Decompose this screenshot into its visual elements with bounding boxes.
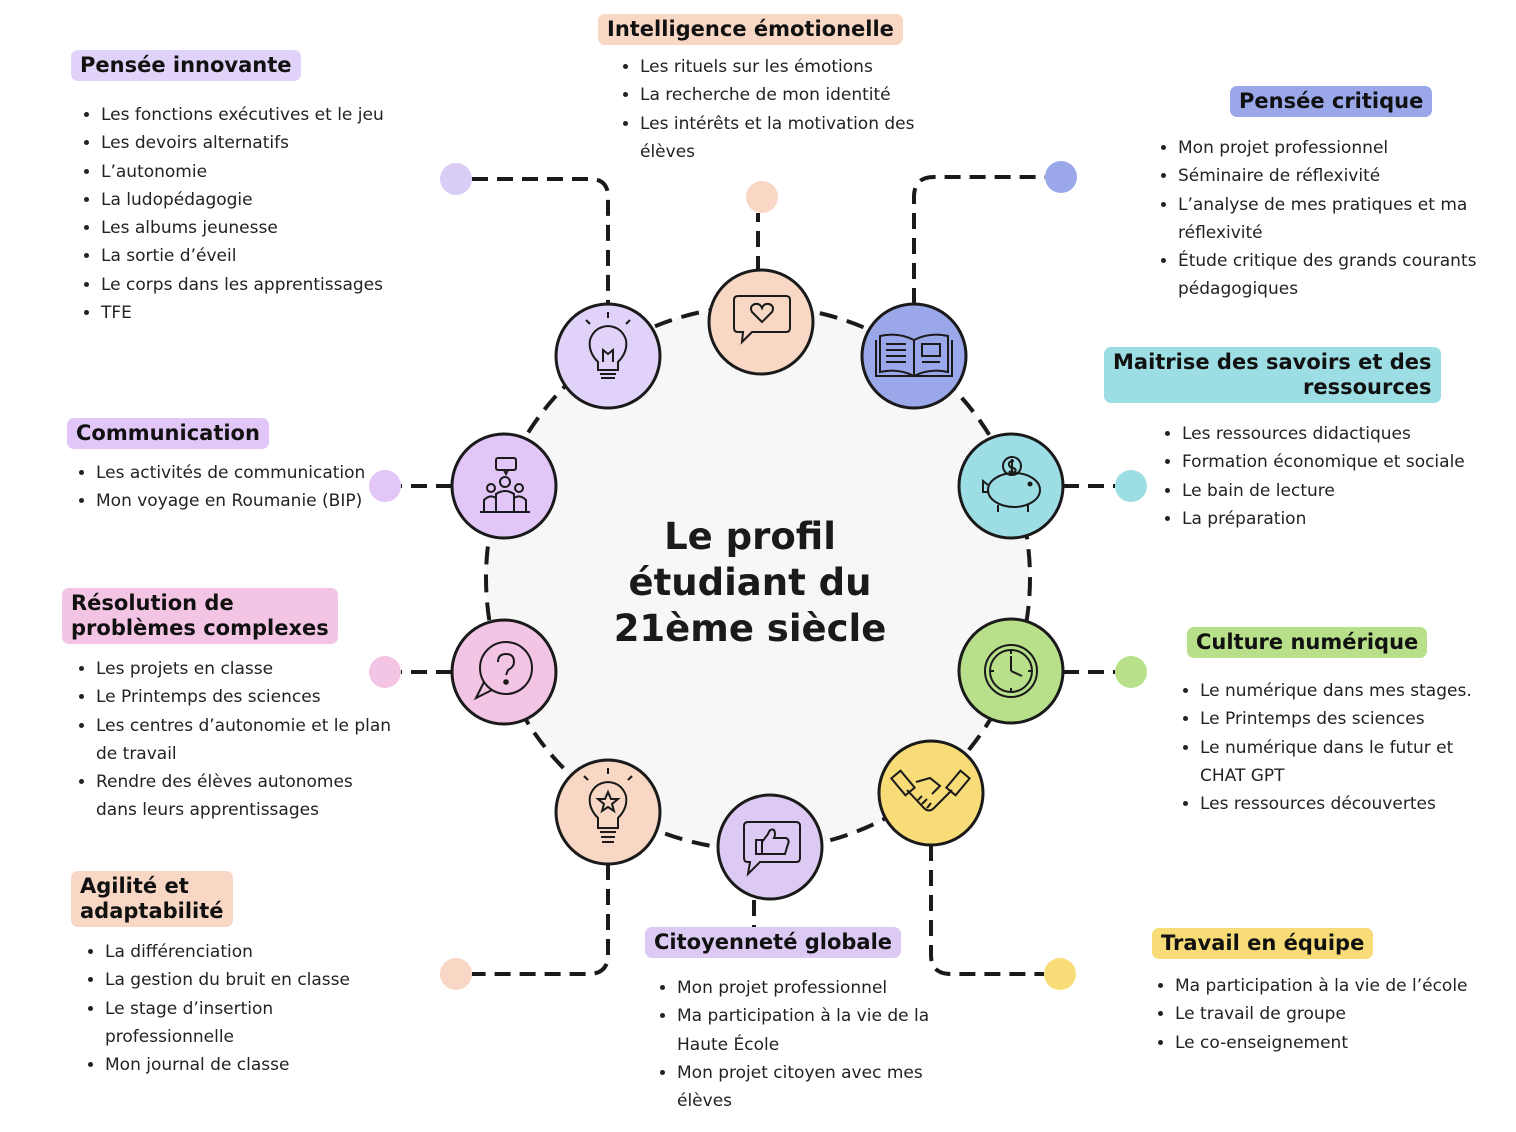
end-dots [369, 161, 1147, 990]
list-item: Les fonctions exécutives et le jeu [101, 101, 391, 129]
list-item: Ma participation à la vie de la Haute Éc… [677, 1002, 939, 1059]
dot-maitrise-savoirs [1115, 470, 1147, 502]
label-pensee-innovante: Pensée innovante [71, 50, 301, 81]
heart-speech-bubble-icon [733, 295, 791, 345]
list-item: Mon projet professionnel [1178, 134, 1478, 162]
list-item: La recherche de mon identité [640, 81, 930, 109]
icon-nodes [450, 268, 1065, 901]
list-agilite: La différenciation La gestion du bruit e… [77, 938, 405, 1079]
list-culture-numerique: Le numérique dans mes stages. Le Printem… [1172, 677, 1492, 818]
list-item: Les devoirs alternatifs [101, 129, 391, 157]
connector-lines [401, 175, 1115, 976]
node-resolution-problemes [450, 618, 558, 726]
list-intelligence-emotionnelle: Les rituels sur les émotions La recherch… [612, 53, 930, 166]
handshake-icon [889, 769, 972, 812]
label-resolution-problemes: Résolution de problèmes complexes [62, 588, 338, 644]
connector-travail-equipe [929, 845, 1044, 976]
list-item: Le Printemps des sciences [96, 683, 396, 711]
piggy-bank-icon [982, 456, 1041, 512]
list-item: Le co-enseignement [1175, 1029, 1475, 1057]
list-item: La sortie d’éveil [101, 242, 391, 270]
node-intelligence-emotionnelle [707, 268, 815, 376]
list-item: L’autonomie [101, 158, 391, 186]
list-item: Séminaire de réflexivité [1178, 162, 1478, 190]
label-agilite: Agilité et adaptabilité [71, 871, 233, 927]
label-citoyennete-globale: Citoyenneté globale [645, 927, 902, 958]
dot-travail-equipe [1044, 958, 1076, 990]
list-item: Les activités de communication [96, 459, 366, 487]
question-bubble-icon [473, 641, 533, 701]
list-item: Étude critique des grands courants pédag… [1178, 247, 1478, 304]
label-culture-numerique: Culture numérique [1187, 627, 1428, 658]
list-maitrise-savoirs: Les ressources didactiques Formation éco… [1154, 420, 1472, 533]
node-maitrise-savoirs [957, 432, 1065, 540]
list-item: Le bain de lecture [1182, 477, 1472, 505]
clock-icon [984, 644, 1038, 698]
team-speech-icon [480, 457, 530, 513]
star-lightbulb-icon [583, 768, 633, 843]
list-item: La préparation [1182, 505, 1472, 533]
list-item: Les intérêts et la motivation des élèves [640, 110, 930, 167]
list-item: Les ressources découvertes [1200, 790, 1492, 818]
label-travail-equipe: Travail en équipe [1152, 928, 1374, 959]
thumbs-up-bubble-icon [743, 821, 801, 877]
list-item: Formation économique et sociale [1182, 448, 1472, 476]
dot-culture-numerique [1115, 656, 1147, 688]
list-item: Rendre des élèves autonomes dans leurs a… [96, 768, 396, 825]
list-item: Le travail de groupe [1175, 1000, 1475, 1028]
list-item: Mon projet professionnel [677, 974, 939, 1002]
list-resolution-problemes: Les projets en classe Le Printemps des s… [68, 655, 396, 825]
lightbulb-icon [585, 312, 631, 379]
list-item: Le Printemps des sciences [1200, 705, 1492, 733]
list-item: Mon journal de classe [105, 1051, 405, 1079]
label-communication: Communication [67, 418, 269, 449]
dot-resolution-problemes [369, 656, 401, 688]
list-item: Les projets en classe [96, 655, 396, 683]
list-item: Les centres d’autonomie et le plan de tr… [96, 712, 396, 769]
dot-pensee-innovante [440, 163, 472, 195]
connector-pensee-critique [912, 175, 1045, 304]
connector-agilite [472, 864, 610, 976]
label-maitrise-savoirs: Maitrise des savoirs et des ressources [1104, 347, 1441, 403]
list-pensee-critique: Mon projet professionnel Séminaire de ré… [1150, 134, 1478, 304]
list-item: La gestion du bruit en classe [105, 966, 405, 994]
list-citoyennete-globale: Mon projet professionnel Ma participatio… [649, 974, 939, 1115]
open-book-icon [875, 333, 953, 378]
node-travail-equipe [877, 739, 985, 847]
list-item: Les rituels sur les émotions [640, 53, 930, 81]
connector-pensee-innovante [472, 177, 610, 304]
node-agilite [554, 758, 662, 866]
list-item: Mon projet citoyen avec mes élèves [677, 1059, 939, 1116]
list-item: L’analyse de mes pratiques et ma réflexi… [1178, 191, 1478, 248]
list-item: Les ressources didactiques [1182, 420, 1472, 448]
node-citoyennete-globale [716, 793, 824, 901]
diagram-title: Le profil étudiant du 21ème siècle [613, 515, 887, 650]
dot-pensee-critique [1045, 161, 1077, 193]
node-communication [450, 432, 558, 540]
list-item: Le numérique dans mes stages. [1200, 677, 1492, 705]
label-intelligence-emotionnelle: Intelligence émotionelle [598, 14, 903, 45]
list-item: Les albums jeunesse [101, 214, 391, 242]
list-pensee-innovante: Les fonctions exécutives et le jeu Les d… [73, 101, 391, 327]
list-communication: Les activités de communication Mon voyag… [68, 459, 366, 516]
list-item: La ludopédagogie [101, 186, 391, 214]
node-pensee-critique [860, 302, 968, 410]
list-item: Mon voyage en Roumanie (BIP) [96, 487, 366, 515]
node-pensee-innovante [554, 302, 662, 410]
list-travail-equipe: Ma participation à la vie de l’école Le … [1147, 972, 1475, 1057]
label-pensee-critique: Pensée critique [1230, 86, 1433, 117]
list-item: La différenciation [105, 938, 405, 966]
node-culture-numerique [957, 617, 1065, 725]
dot-intelligence-emotionnelle [746, 181, 778, 213]
list-item: Ma participation à la vie de l’école [1175, 972, 1475, 1000]
list-item: Le numérique dans le futur et CHAT GPT [1200, 734, 1492, 791]
dot-communication [369, 470, 401, 502]
list-item: Le corps dans les apprentissages [101, 271, 391, 299]
list-item: Le stage d’insertion professionnelle [105, 995, 405, 1052]
dot-agilite [440, 958, 472, 990]
list-item: TFE [101, 299, 391, 327]
